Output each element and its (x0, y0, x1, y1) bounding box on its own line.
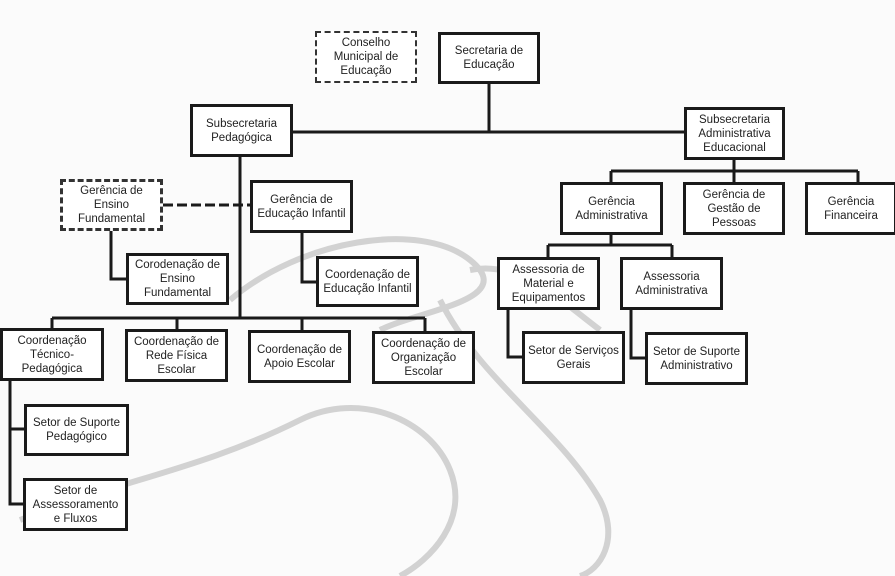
node-ger-gestao-pessoas: Gerência de Gestão de Pessoas (683, 182, 785, 235)
node-setor-suporte-administrativo: Setor de Suporte Administrativo (645, 332, 748, 385)
node-coord-educacao-infantil: Coordenação de Educação Infantil (316, 256, 419, 307)
node-setor-servicos-gerais: Setor de Serviços Gerais (522, 331, 625, 384)
node-assessoria-material: Assessoria de Material e Equipamentos (497, 257, 600, 310)
node-coord-rede-fisica: Coordenação de Rede Física Escolar (125, 329, 228, 382)
node-conselho: Conselho Municipal de Educação (315, 31, 417, 83)
node-coord-apoio-escolar: Coordenação de Apoio Escolar (248, 330, 351, 383)
node-secretaria: Secretaria de Educação (438, 32, 540, 84)
node-ger-ensino-fundamental: Gerência de Ensino Fundamental (60, 179, 163, 231)
node-setor-assessoramento: Setor de Assessoramento e Fluxos (23, 478, 128, 531)
node-ger-administrativa: Gerência Administrativa (560, 182, 663, 235)
node-setor-suporte-pedagogico: Setor de Suporte Pedagógico (24, 404, 129, 456)
node-coord-ensino-fundamental: Corodenação de Ensino Fundamental (126, 253, 229, 305)
node-ger-financeira: Gerência Financeira (805, 182, 895, 235)
node-coord-tecnico-pedagogica: Coordenação Técnico-Pedagógica (0, 328, 104, 381)
node-subsec-pedagogica: Subsecretaria Pedagógica (190, 104, 293, 157)
node-coord-organizacao-escolar: Coordenação de Organização Escolar (372, 331, 475, 384)
node-ger-educacao-infantil: Gerência de Educação Infantil (250, 180, 353, 233)
node-subsec-administrativa: Subsecretaria Administrativa Educacional (684, 107, 785, 160)
node-assessoria-administrativa: Assessoria Administrativa (620, 257, 723, 310)
